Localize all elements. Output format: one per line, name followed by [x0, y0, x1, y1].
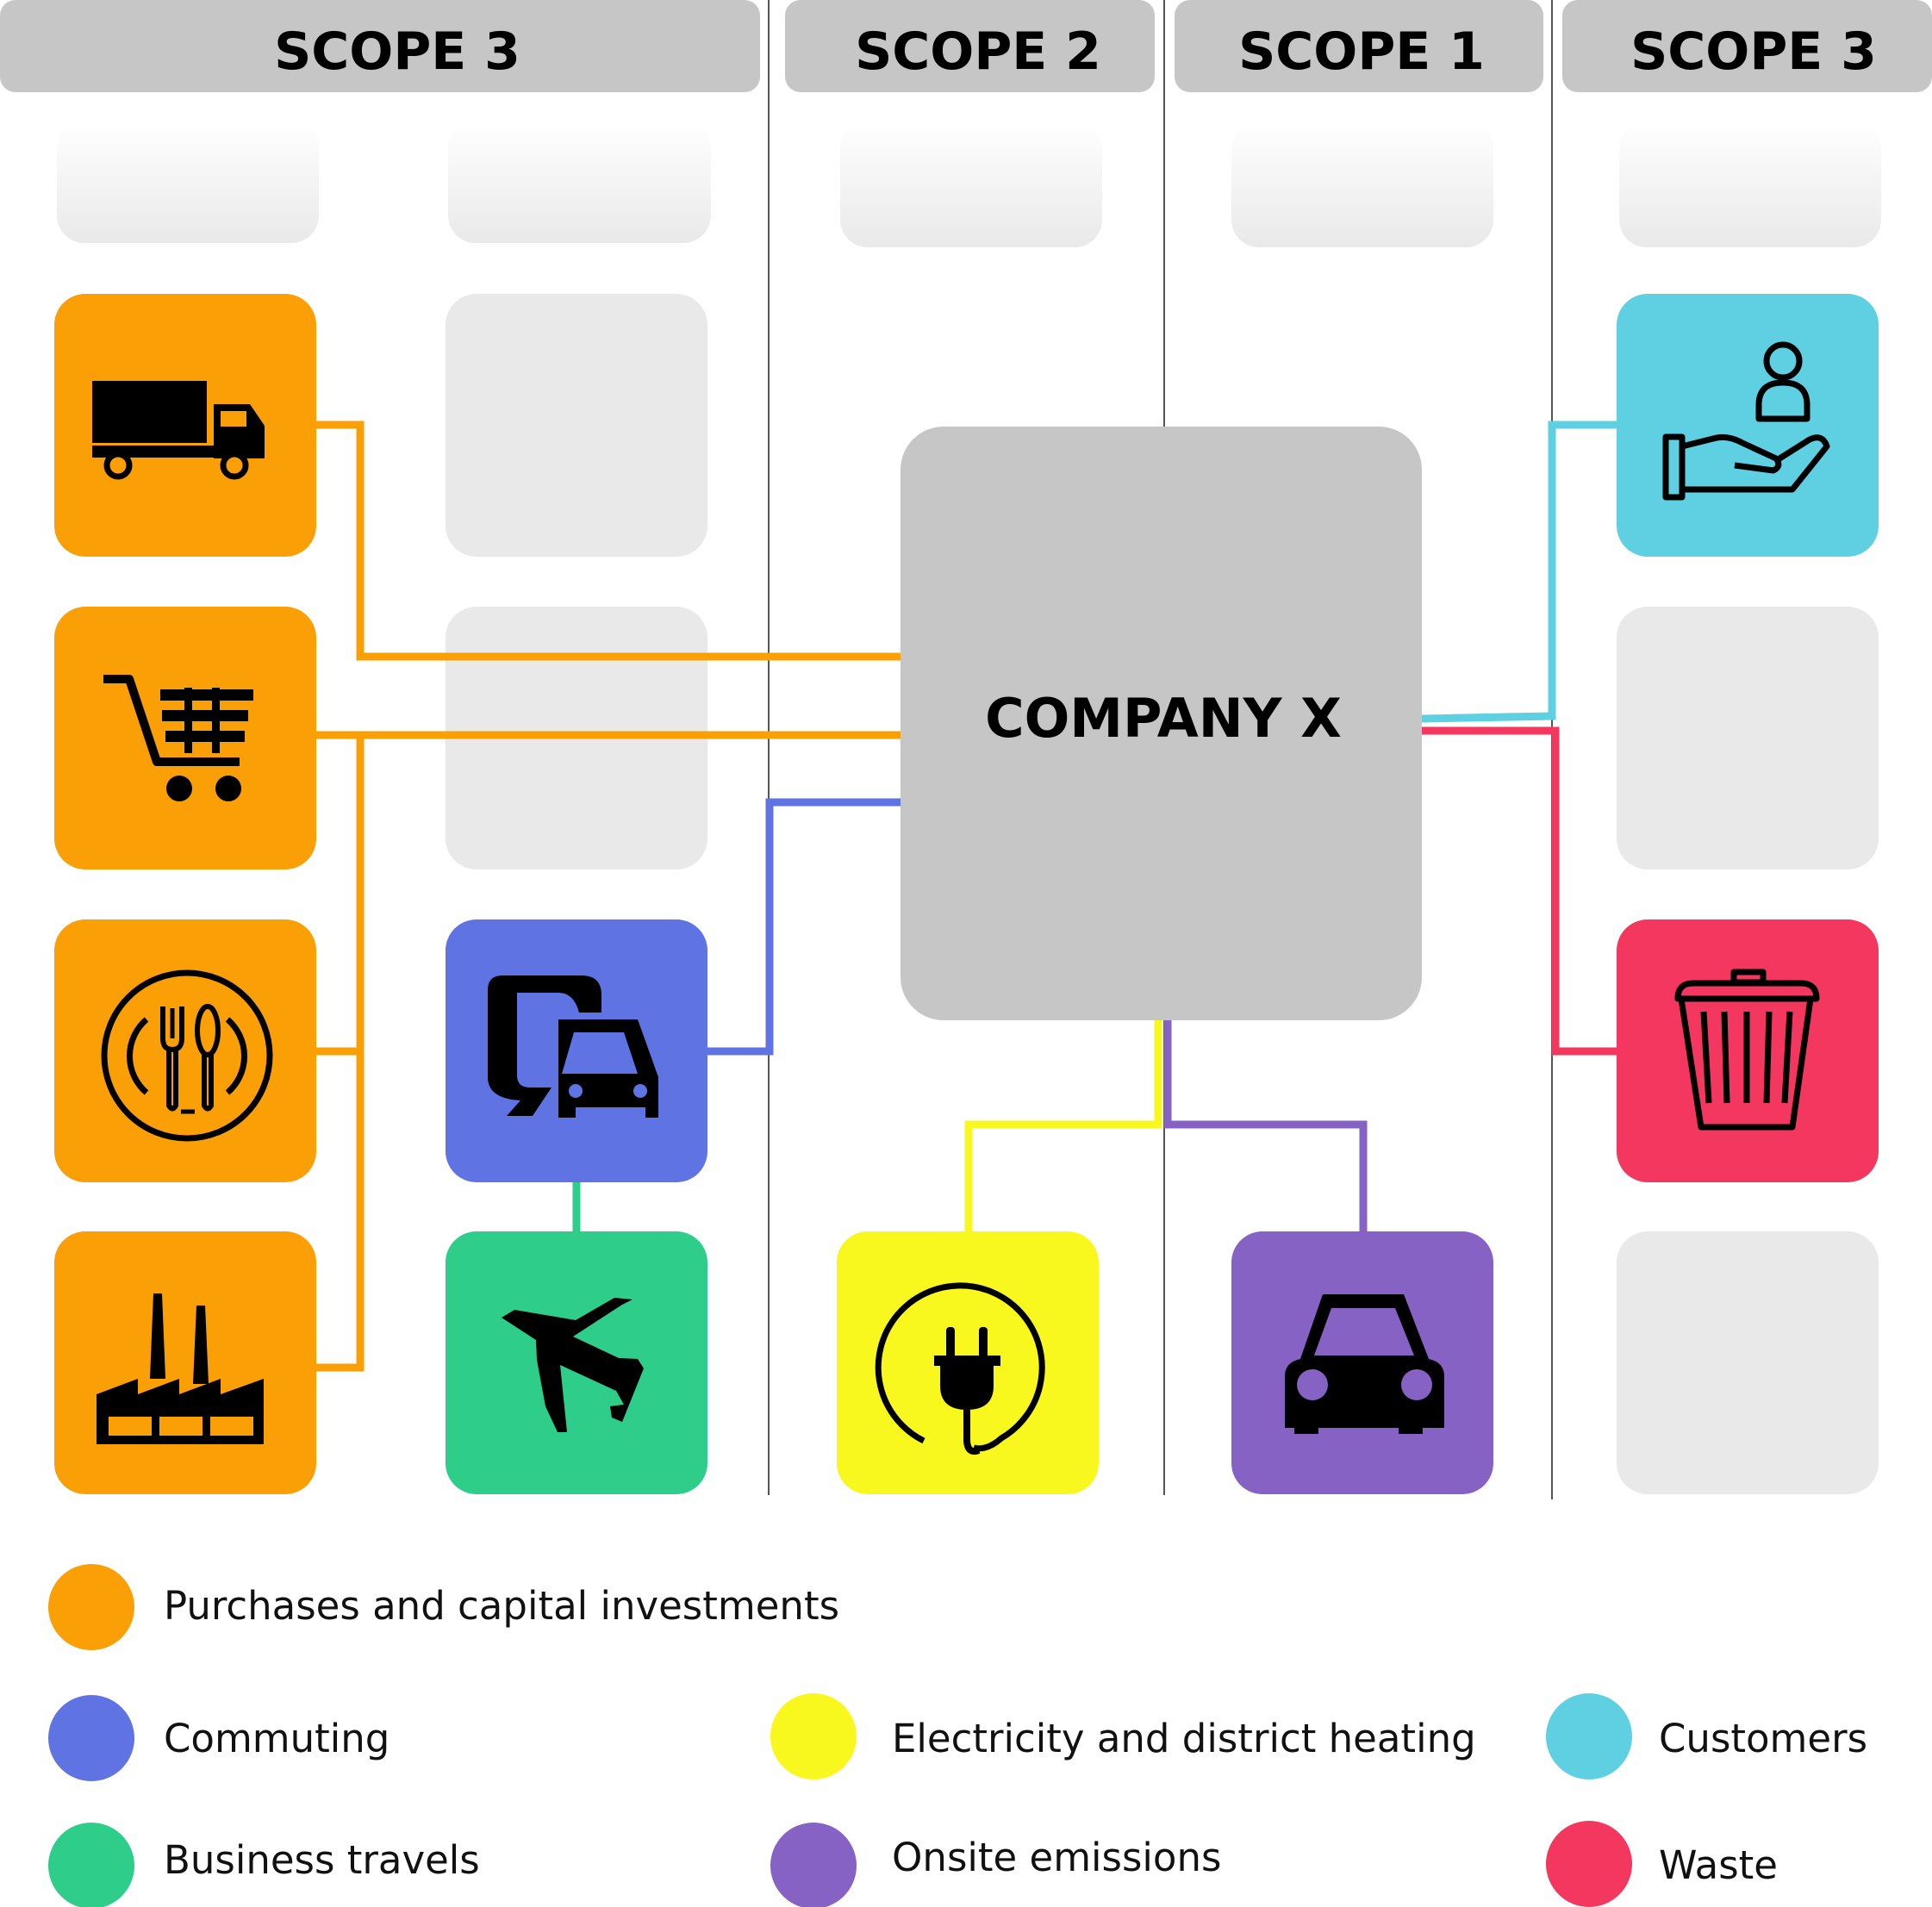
legend-item-business-travels: Business travels [48, 1823, 480, 1907]
company-label: COMPANY X [985, 687, 1342, 750]
onsite-connector [1163, 1019, 1368, 1231]
electricity-connector [964, 1019, 1162, 1231]
scope-header-3: SCOPE 1 [1175, 0, 1543, 92]
placeholder-tiles [446, 294, 1879, 1494]
scope-label: SCOPE 2 [855, 22, 1101, 82]
scope-label: SCOPE 3 [274, 22, 520, 82]
company-node: COMPANY X [901, 427, 1422, 1020]
legend-label: Business travels [164, 1837, 480, 1883]
electricity-tile [837, 1231, 1099, 1494]
commuting-tile [446, 919, 707, 1182]
faded-placeholders [57, 121, 1881, 247]
scope-label: SCOPE 1 [1238, 22, 1485, 82]
trash-can-icon [1674, 969, 1820, 1131]
cart-tile [54, 607, 316, 869]
legend-label: Purchases and capital investments [164, 1583, 839, 1629]
onsite-tile [1231, 1231, 1493, 1494]
legend-label: Waste [1659, 1842, 1778, 1888]
scope-label: SCOPE 3 [1630, 22, 1877, 82]
legend-label: Electricity and district heating [892, 1716, 1476, 1761]
bus-car-icon [488, 975, 658, 1118]
placeholder-tile [1617, 607, 1879, 869]
shopping-cart-icon [103, 675, 253, 801]
car-icon [1285, 1294, 1444, 1434]
truck-icon [92, 381, 265, 480]
factory-icon [97, 1293, 264, 1444]
food-tile [54, 919, 316, 1182]
legend-swatch [1546, 1821, 1632, 1907]
legend-swatch [48, 1564, 134, 1650]
legend-swatch [770, 1693, 857, 1779]
power-plug-icon [875, 1282, 1045, 1455]
scope-header-2: SCOPE 2 [785, 0, 1155, 92]
waste-tile [1617, 919, 1879, 1182]
legend-item-electricity: Electricity and district heating [770, 1693, 1476, 1779]
legend-swatch [770, 1823, 857, 1907]
scope-header-4: SCOPE 3 [1562, 0, 1932, 92]
legend-swatch [48, 1695, 134, 1781]
airplane-tile [446, 1231, 707, 1494]
customers-connector [1421, 421, 1617, 723]
customers-tile [1617, 294, 1879, 557]
legend-swatch [1546, 1693, 1632, 1779]
factory-tile [54, 1231, 316, 1494]
legend-label: Commuting [164, 1716, 390, 1761]
legend-item-onsite: Onsite emissions [770, 1823, 1221, 1907]
purchases-connectors [315, 421, 903, 1372]
hand-person-icon [1662, 341, 1830, 501]
legend-swatch [48, 1823, 134, 1907]
connectors [315, 421, 1617, 1372]
placeholder-tile [1617, 1231, 1879, 1494]
legend-item-purchases: Purchases and capital investments [48, 1564, 839, 1650]
legend: Purchases and capital investments Commut… [48, 1564, 1867, 1907]
legend-item-commuting: Commuting [48, 1695, 390, 1781]
truck-tile [54, 294, 316, 557]
airplane-icon [502, 1298, 644, 1432]
legend-label: Onsite emissions [892, 1835, 1221, 1880]
waste-connector [1422, 726, 1617, 1056]
legend-label: Customers [1659, 1716, 1867, 1761]
legend-item-waste: Waste [1546, 1821, 1778, 1907]
commuting-connector [707, 798, 903, 1056]
legend-item-customers: Customers [1546, 1693, 1867, 1779]
scope-header-1: SCOPE 3 [0, 0, 760, 92]
plate-cutlery-icon [101, 969, 273, 1142]
placeholder-tile [446, 294, 707, 557]
